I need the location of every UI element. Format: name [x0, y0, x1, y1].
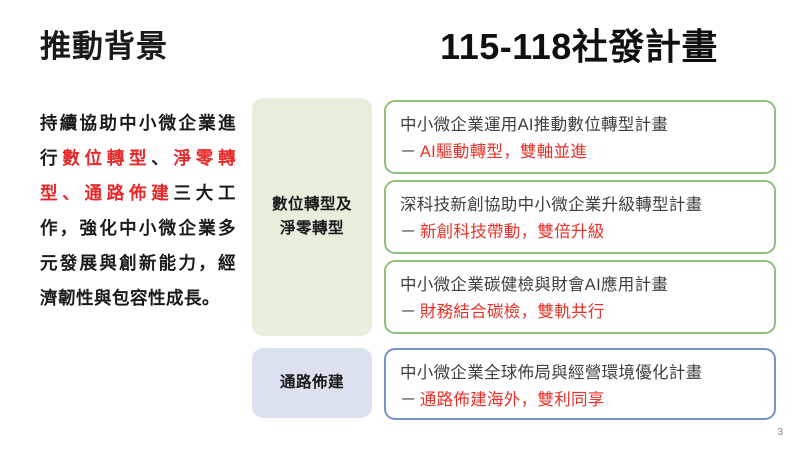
category-box-digital-netzero: 數位轉型及 淨零轉型 — [252, 98, 372, 336]
body-segment-2: 、 — [151, 148, 174, 168]
category-label-line1: 數位轉型及 — [271, 195, 352, 213]
programme-item-4-subtitle-text: 通路佈建海外，雙利同享 — [419, 390, 605, 409]
body-segment-1-emphasis: 數位轉型 — [62, 148, 152, 168]
body-segment-4: 三大工作，強化中小微企業多元發展與創新能力，經濟韌性與包容性成長。 — [40, 183, 236, 308]
page-title: 115-118社發計畫 — [440, 26, 718, 67]
programme-item-1-subtitle-text: AI驅動轉型，雙軸並進 — [419, 142, 588, 161]
programme-item-3-subtitle: －財務結合碳檢，雙軌共行 — [400, 299, 774, 326]
programme-item-1-subtitle: －AI驅動轉型，雙軸並進 — [400, 139, 774, 166]
programme-item-2-subtitle-text: 新創科技帶動，雙倍升級 — [419, 222, 605, 241]
category-label-channel-deployment: 通路佈建 — [280, 371, 344, 395]
programme-item-3-title: 中小微企業碳健檢與財會AI應用計畫 — [400, 276, 669, 294]
dash-marker: － — [400, 222, 417, 241]
category-label-digital-netzero: 數位轉型及 淨零轉型 — [272, 193, 352, 241]
body-segment-0: 持續協助中小微企業進行 — [40, 113, 236, 168]
left-section-heading: 推動背景 — [40, 29, 168, 64]
category-box-channel-deployment: 通路佈建 — [252, 348, 372, 418]
body-segment-3-emphasis: 淨零轉型、通路佈建 — [40, 148, 236, 203]
category-label-line2: 淨零轉型 — [279, 220, 344, 237]
programme-item-3[interactable]: 中小微企業碳健檢與財會AI應用計畫 －財務結合碳檢，雙軌共行 — [384, 260, 776, 334]
programme-item-4[interactable]: 中小微企業全球佈局與經營環境優化計畫 －通路佈建海外，雙利同享 — [384, 348, 776, 420]
programme-matrix: 數位轉型及 淨零轉型 通路佈建 中小微企業運用AI推動數位轉型計畫 －AI驅動轉… — [252, 98, 776, 420]
category-label-line1: 通路佈建 — [279, 373, 344, 391]
programme-item-2[interactable]: 深科技新創協助中小微企業升級轉型計畫 －新創科技帶動，雙倍升級 — [384, 180, 776, 254]
programme-item-4-title: 中小微企業全球佈局與經營環境優化計畫 — [400, 364, 703, 382]
programme-item-3-subtitle-text: 財務結合碳檢，雙軌共行 — [419, 302, 605, 321]
dash-marker: － — [400, 390, 417, 409]
programme-item-1[interactable]: 中小微企業運用AI推動數位轉型計畫 －AI驅動轉型，雙軸並進 — [384, 100, 776, 174]
programme-item-1-title: 中小微企業運用AI推動數位轉型計畫 — [400, 116, 669, 134]
dash-marker: － — [400, 142, 417, 161]
left-section-body: 持續協助中小微企業進行數位轉型、淨零轉型、通路佈建三大工作，強化中小微企業多元發… — [40, 106, 236, 316]
programme-item-2-subtitle: －新創科技帶動，雙倍升級 — [400, 219, 774, 246]
programme-item-4-subtitle: －通路佈建海外，雙利同享 — [400, 387, 774, 414]
page-number: 3 — [777, 427, 783, 438]
programme-item-2-title: 深科技新創協助中小微企業升級轉型計畫 — [400, 196, 703, 214]
dash-marker: － — [400, 302, 417, 321]
